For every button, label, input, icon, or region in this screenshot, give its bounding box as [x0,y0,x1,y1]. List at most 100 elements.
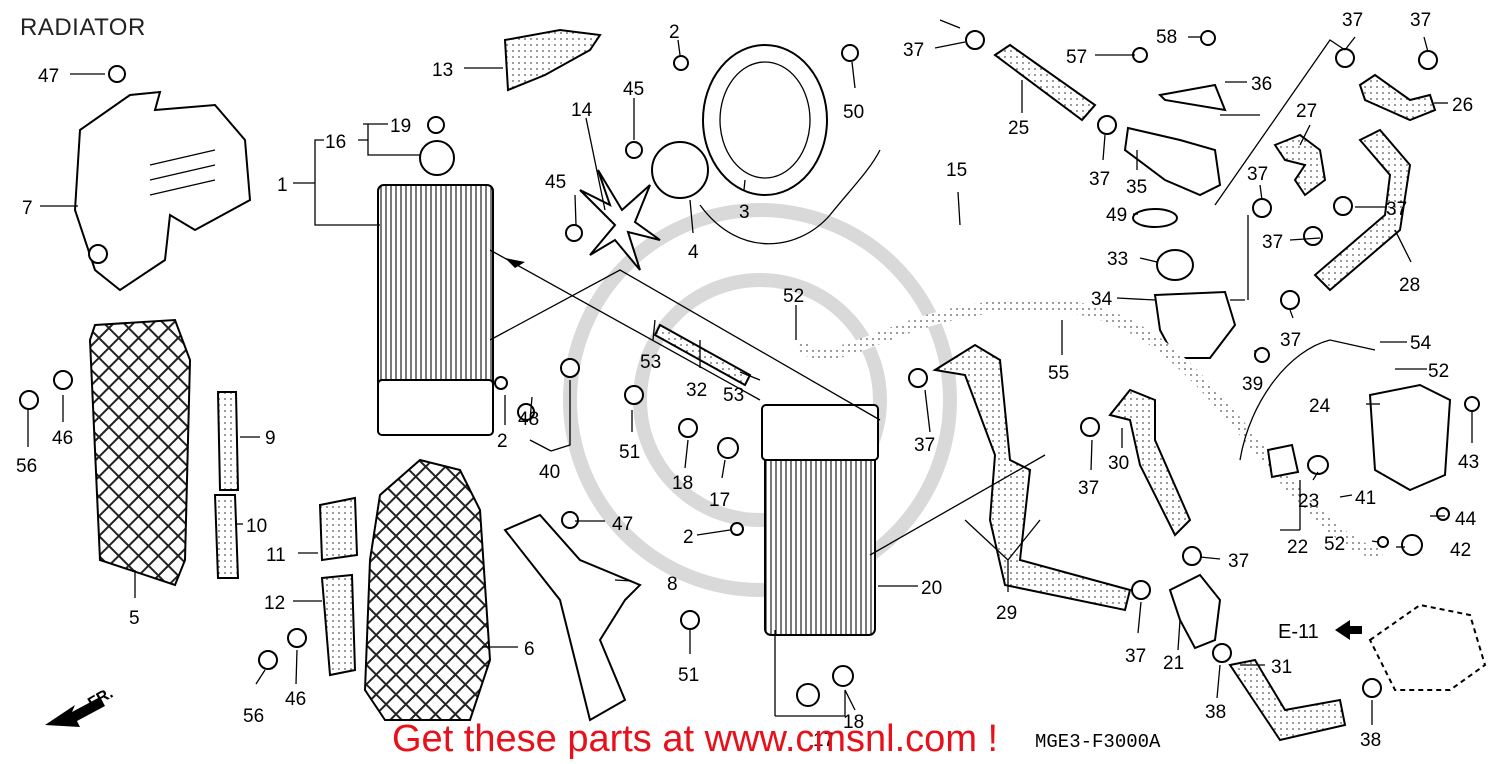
callout-14: 14 [571,100,593,121]
fan-wire-harness [699,149,881,245]
callout-29: 29 [996,603,1017,624]
callout-28: 28 [1399,275,1420,296]
callout-57: 57 [1066,47,1087,68]
part-19-cap-seal [427,116,445,134]
callout-37: 37 [914,435,935,456]
part-22-tank-cap [1266,443,1300,479]
callout-37: 37 [903,40,924,61]
callout-20: 20 [921,578,942,599]
callout-33: 33 [1107,249,1128,270]
callout-15: 15 [946,160,967,181]
callout-3: 3 [739,202,750,223]
part-7-shroud-hole [88,244,108,264]
part-7-shroud-slots [149,149,216,196]
callout-5: 5 [129,608,140,629]
callout-48: 48 [518,409,539,430]
callout-41: 41 [1355,488,1376,509]
callout-43: 43 [1458,452,1479,473]
callout-25: 25 [1008,118,1029,139]
callout-45: 45 [545,172,566,193]
part-5-radiator-grille [88,318,192,587]
part-26-hose [1358,73,1437,122]
callout-9: 9 [265,428,276,449]
callout-34: 34 [1091,289,1113,310]
callout-32: 32 [686,380,707,401]
part-4-fan-motor [651,141,709,199]
part-34-thermostat-housing [1153,290,1237,359]
part-10-seal-strip [213,494,240,579]
callout-36: 36 [1251,74,1272,95]
callout-49: 49 [1106,205,1127,226]
callout-17: 17 [709,490,730,511]
callout-13: 13 [432,60,453,81]
callout-11: 11 [266,545,286,566]
part-27-hose [1273,133,1327,197]
callout-18: 18 [843,712,864,733]
callout-55: 55 [1048,363,1069,384]
callout-46: 46 [285,689,306,710]
callout-37: 37 [1262,232,1283,253]
callout-18: 18 [672,473,693,494]
callout-53: 53 [640,352,661,373]
part-54-hose [1239,339,1376,461]
callout-53: 53 [723,385,744,406]
callout-21: 21 [1163,653,1184,674]
callout-10: 10 [246,516,267,537]
callout-44: 44 [1455,509,1477,530]
callout-46: 46 [52,428,73,449]
callout-4: 4 [688,242,699,263]
callout-45: 45 [623,79,644,100]
callout-37: 37 [1228,551,1249,572]
part-25-hose [993,43,1097,122]
callout-37: 37 [1247,164,1268,185]
part-1-upper-radiator-tank [377,379,494,436]
part-33-thermostat [1156,249,1194,281]
promo-link-text[interactable]: Get these parts at www.cmsnl.com ! [392,718,999,760]
part-36-bracket [1157,83,1227,112]
callout-51: 51 [619,442,640,463]
callout-52: 52 [783,286,804,307]
callout-37: 37 [1342,10,1363,31]
part-9-seal-strip [216,391,240,491]
diagram-code: MGE3-F3000A [1035,731,1161,753]
part-3-fan-shroud [702,44,828,196]
part-31-hose [1228,658,1347,742]
callout-22: 22 [1287,537,1308,558]
callout-2: 2 [683,527,694,548]
part-35-water-outlet [1123,126,1222,197]
callout-52: 52 [1324,534,1345,555]
callout-2: 2 [669,22,680,43]
callout-58: 58 [1156,27,1177,48]
callout-27: 27 [1296,101,1317,122]
callout-2: 2 [497,431,508,452]
reference-label: E-11 [1278,621,1319,643]
callout-16: 16 [325,132,346,153]
page-title: RADIATOR [20,14,146,41]
callout-39: 39 [1242,374,1263,395]
callout-47: 47 [612,514,633,535]
part-12-seal-pad [320,573,357,677]
part-55-long-hose-fill [796,298,1383,558]
part-20-lower-radiator-tank [761,404,879,461]
callout-38: 38 [1360,730,1381,751]
part-21-hose-joint [1168,573,1222,650]
callout-26: 26 [1452,95,1473,116]
part-11-seal-pad [318,496,359,562]
callout-54: 54 [1410,333,1432,354]
callout-12: 12 [264,593,285,614]
callout-numbers: 47 7 13 16 19 1 2 14 45 45 3 4 50 37 57 … [16,10,1479,751]
part-23-cap-seal [1307,455,1329,475]
callout-7: 7 [22,198,33,219]
part-30-hose [1108,388,1192,537]
part-7-shroud-cover [73,90,252,292]
part-3-fan-shroud-inner [719,61,811,179]
callout-52: 52 [1428,361,1449,382]
leader-lines [27,19,1473,725]
part-49-o-ring [1132,208,1178,228]
water-pump-cover [1368,603,1487,691]
callout-40: 40 [539,462,560,483]
fasteners [19,30,1480,707]
callout-38: 38 [1205,702,1226,723]
